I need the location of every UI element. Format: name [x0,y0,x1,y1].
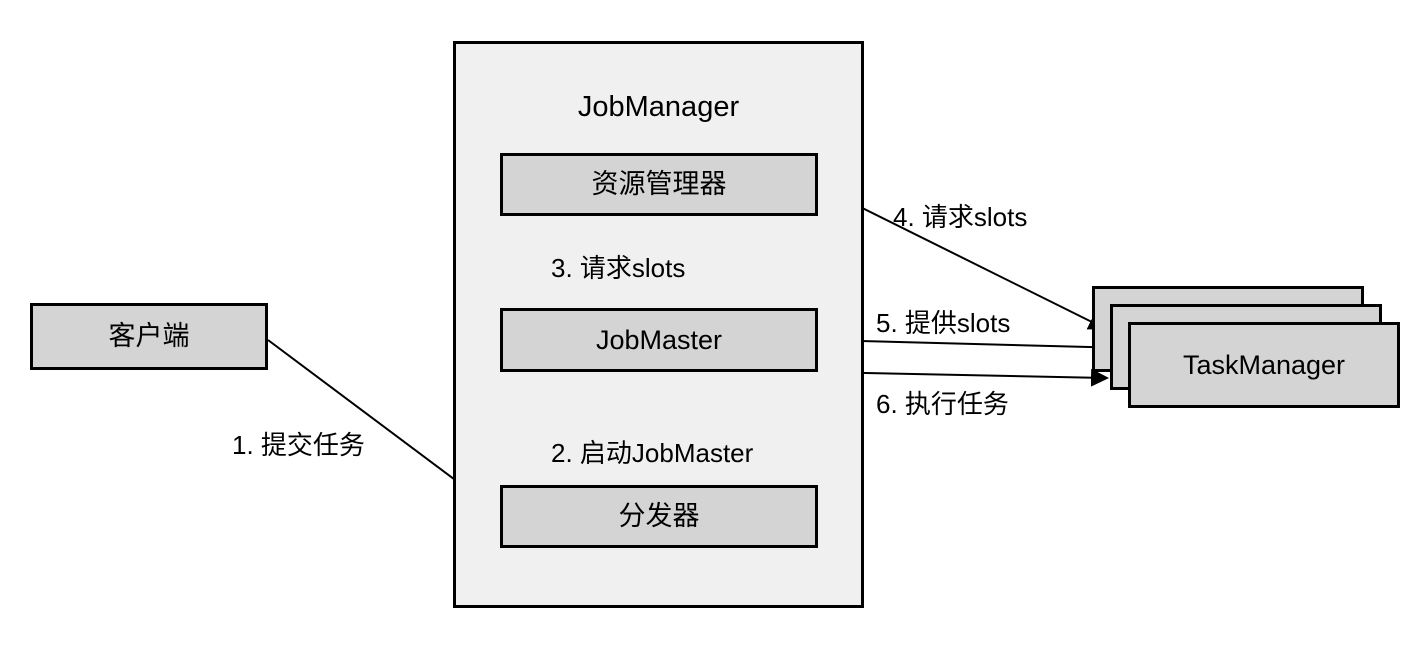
container-jobmanager-label: JobManager [577,91,740,123]
edge-label-4-request-slots: 4. 请求slots [893,202,1028,232]
edge-label-3-request-slots: 3. 请求slots [551,253,686,283]
node-taskmanager[interactable]: TaskManager [1128,322,1400,408]
edge-label-6-execute-task: 6. 执行任务 [876,389,1009,419]
edge-label-5-offer-slots: 5. 提供slots [876,308,1011,338]
node-client[interactable]: 客户端 [30,303,268,370]
node-jobmaster[interactable]: JobMaster [500,308,818,372]
edge-label-2-start-jobmaster: 2. 启动JobMaster [551,438,754,468]
node-dispatcher[interactable]: 分发器 [500,485,818,548]
node-resource-manager[interactable]: 资源管理器 [500,153,818,216]
edge-line-5 [819,331,1129,350]
edge-label-1-submit-job: 1. 提交任务 [232,430,365,460]
